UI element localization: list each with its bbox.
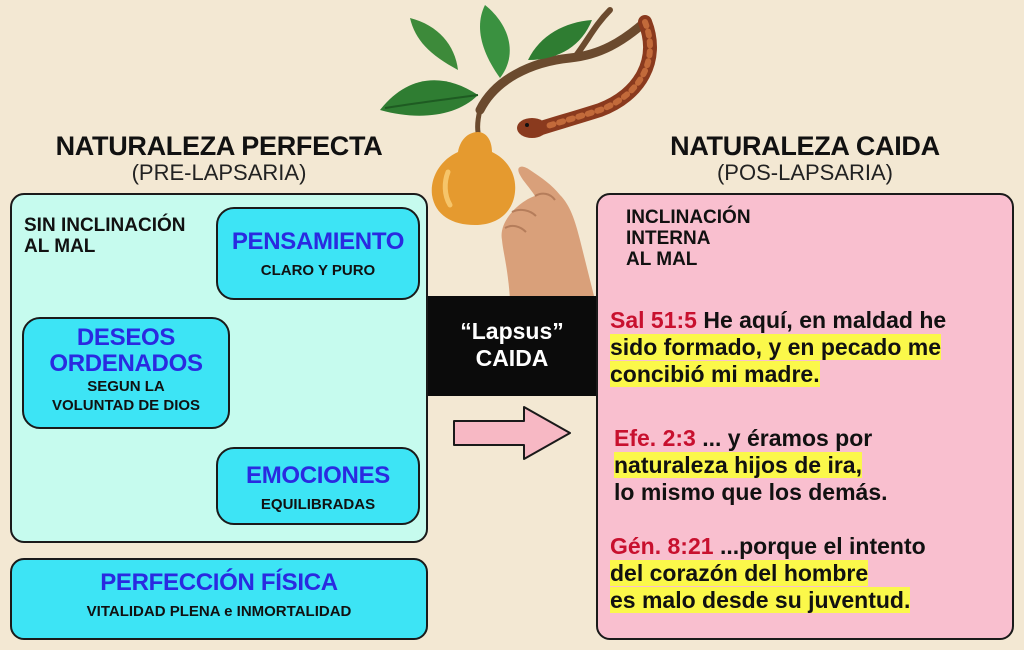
lapsus-box: “Lapsus” CAIDA <box>428 296 596 396</box>
emotions-sub: EQUILIBRADAS <box>260 496 376 513</box>
snake-icon <box>517 15 657 138</box>
desires-card: DESEOS ORDENADOS SEGUN LA VOLUNTAD DE DI… <box>22 317 230 429</box>
fall-illustration <box>380 5 657 300</box>
verse-sal-51-5: Sal 51:5 He aquí, en maldad he sido form… <box>610 307 947 387</box>
emotions-card: EMOCIONES EQUILIBRADAS <box>216 447 420 525</box>
fall-label: CAIDA <box>475 345 549 371</box>
verse-gen-8-21: Gén. 8:21 ...porque el intento del coraz… <box>610 533 926 613</box>
leaf-icon <box>380 5 592 116</box>
desires-sub: SEGUN LA VOLUNTAD DE DIOS <box>51 378 201 414</box>
left-subheading: (PRE-LAPSARIA) <box>131 160 307 185</box>
physical-sub: VITALIDAD PLENA e INMORTALIDAD <box>86 603 352 620</box>
branch-icon <box>475 7 650 135</box>
emotions-title: EMOCIONES <box>246 462 390 489</box>
internal-inclination-label: INCLINACIÓN INTERNA AL MAL <box>626 207 751 270</box>
verse-reference: Sal 51:5 <box>610 307 697 333</box>
verse-reference: Gén. 8:21 <box>610 533 714 559</box>
lapsus-label: “Lapsus” <box>460 318 564 344</box>
desires-title: DESEOS ORDENADOS <box>49 324 203 377</box>
verse-reference: Efe. 2:3 <box>614 425 696 451</box>
physical-title: PERFECCIÓN FÍSICA <box>100 569 338 596</box>
thought-sub: CLARO Y PURO <box>260 262 376 279</box>
verse-efe-2-3: Efe. 2:3 ... y éramos por naturaleza hij… <box>614 425 888 505</box>
physical-perfection-panel: PERFECCIÓN FÍSICA VITALIDAD PLENA e INMO… <box>10 558 428 640</box>
fallen-nature-panel: INCLINACIÓN INTERNA AL MAL Sal 51:5 He a… <box>596 193 1014 640</box>
left-heading: NATURALEZA PERFECTA <box>55 131 383 161</box>
no-inclination-label: SIN INCLINACIÓN AL MAL <box>24 215 186 257</box>
thought-card: PENSAMIENTO CLARO Y PURO <box>216 207 420 300</box>
right-heading: NATURALEZA CAIDA <box>670 131 940 161</box>
perfect-nature-panel: SIN INCLINACIÓN AL MAL PENSAMIENTO CLARO… <box>10 193 428 543</box>
right-subheading: (POS-LAPSARIA) <box>716 160 894 185</box>
arrow-right-icon <box>453 406 571 460</box>
hand-icon <box>501 166 595 300</box>
thought-title: PENSAMIENTO <box>231 228 405 255</box>
pear-icon <box>431 132 516 225</box>
